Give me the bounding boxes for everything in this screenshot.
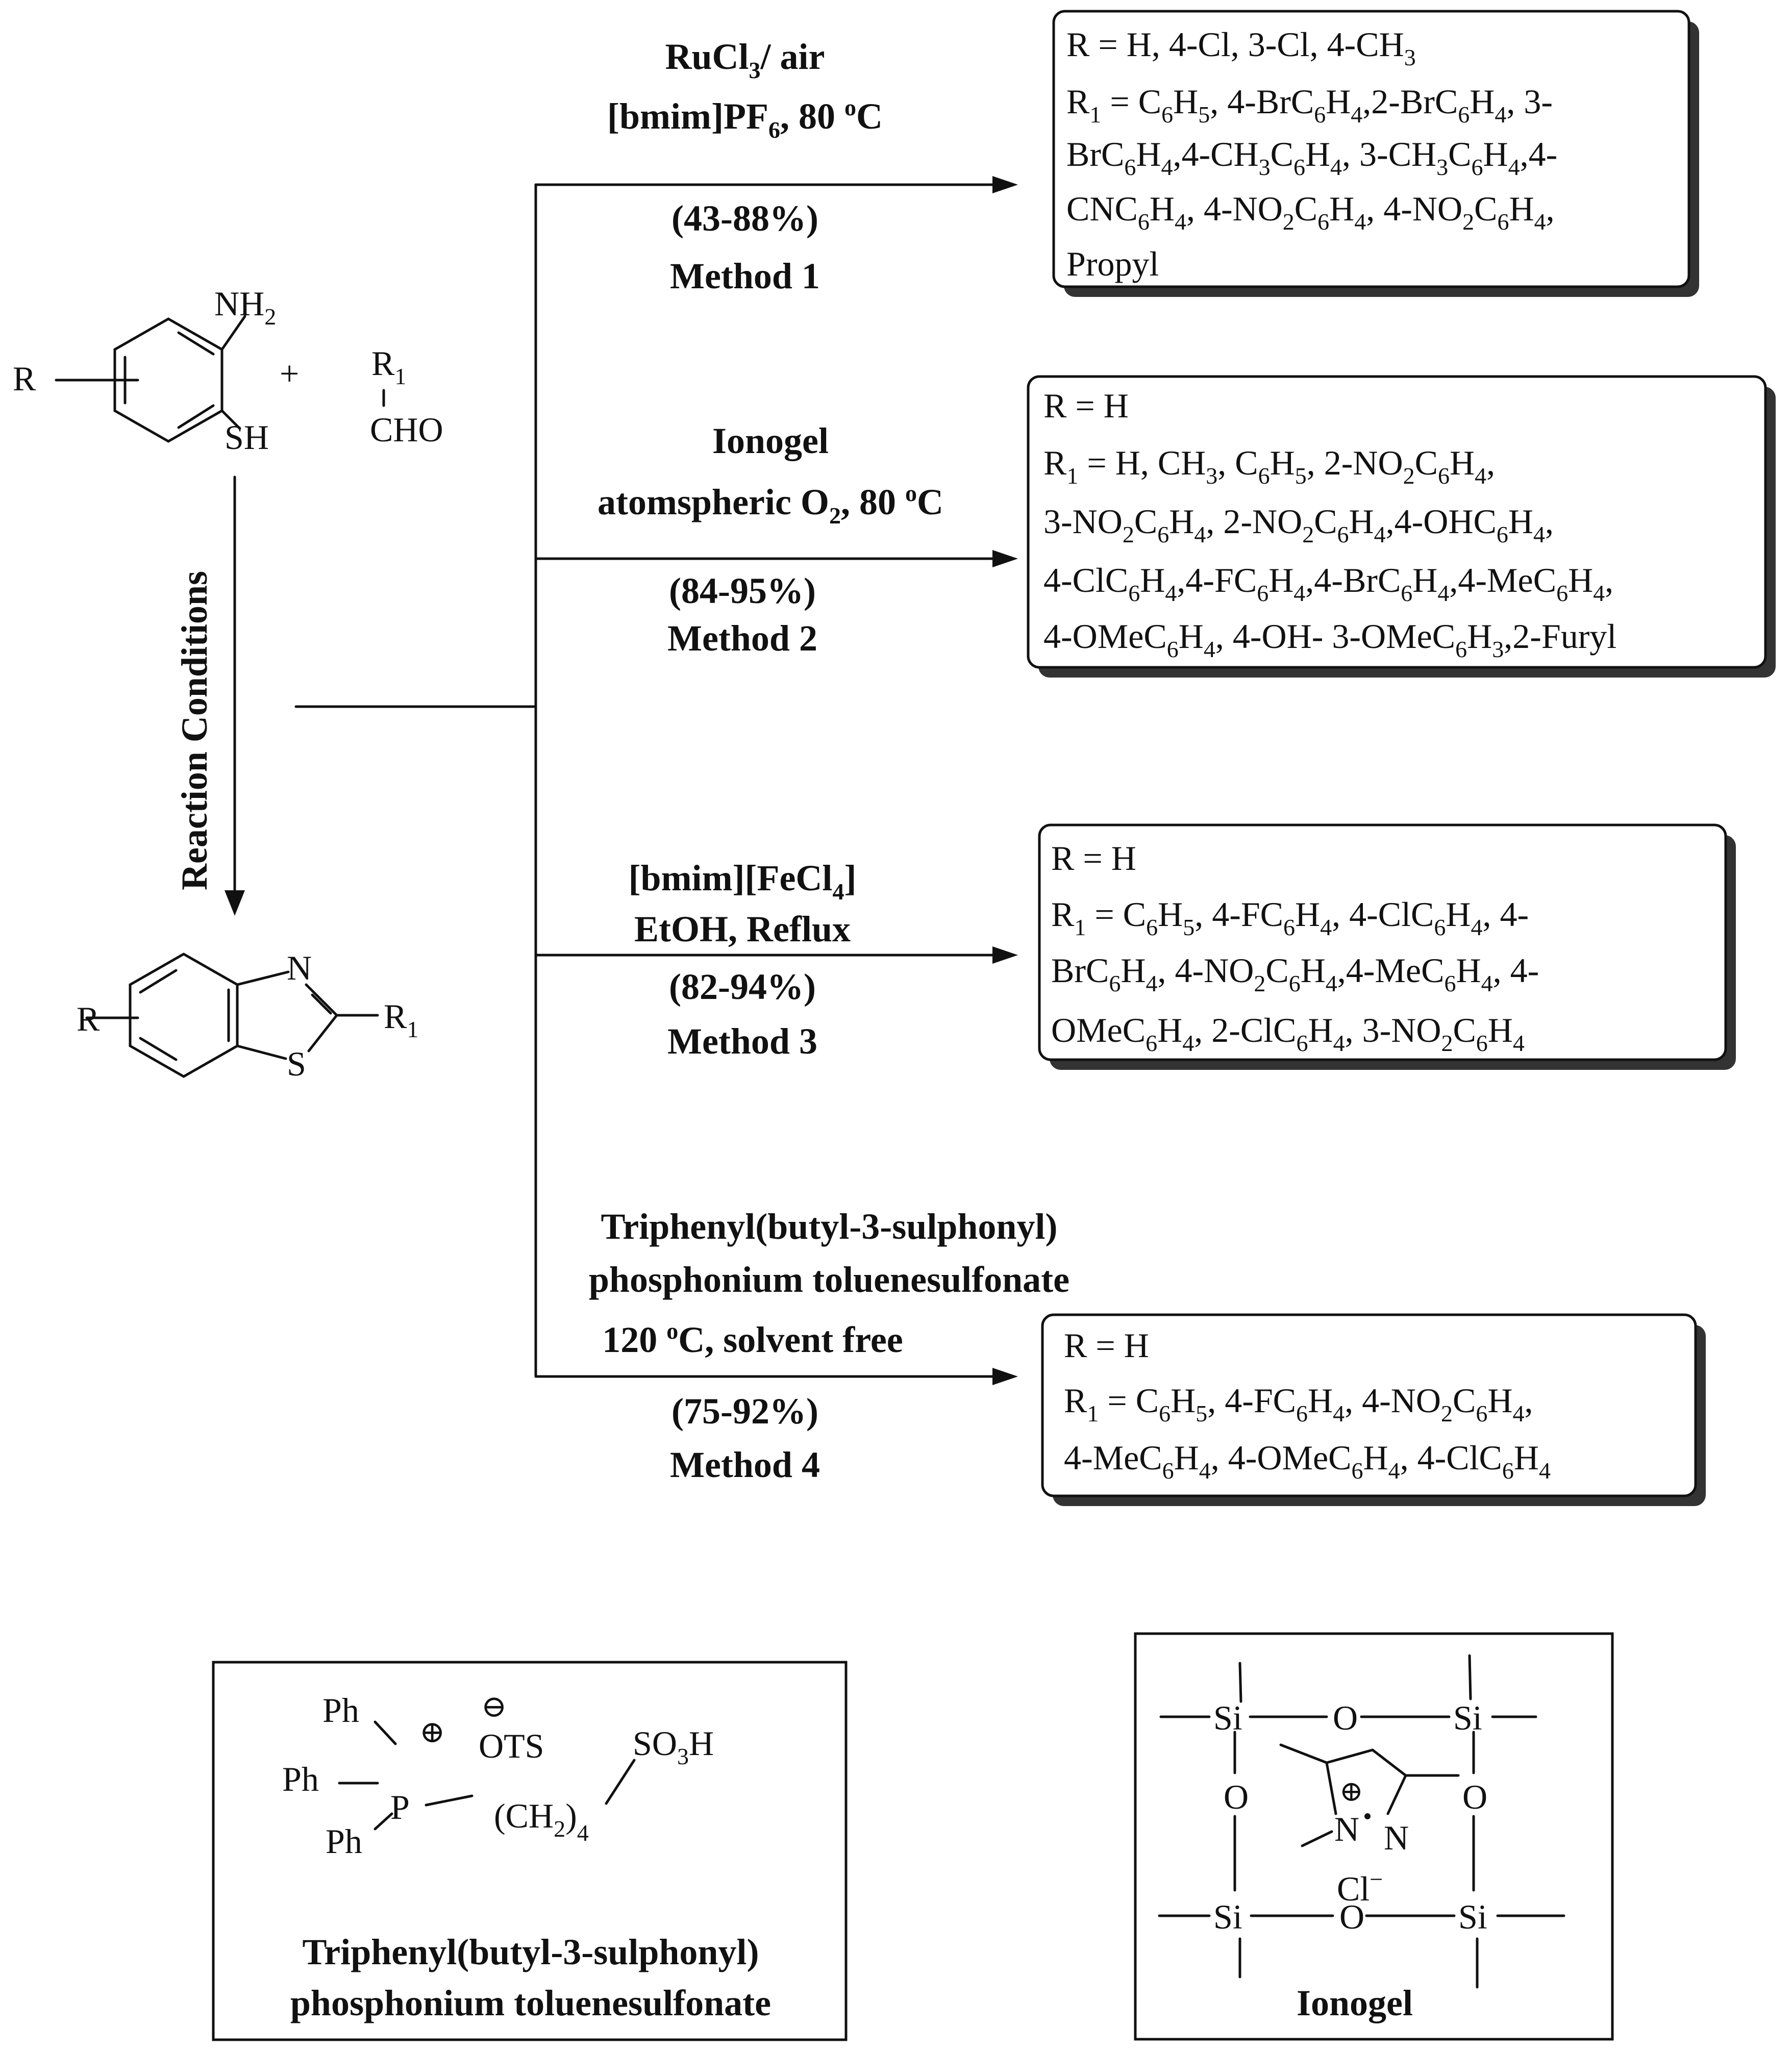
down-arrow-head	[225, 890, 245, 916]
ots-label: OTS	[479, 1726, 544, 1765]
positive-charge-icon: ⊕	[419, 1715, 445, 1749]
method-3-yield: (82-94%)	[669, 966, 816, 1007]
method-4-cond-line3: 120 oC, solvent free	[602, 1318, 903, 1360]
phosphorus-label: P	[390, 1788, 410, 1826]
catalyst-caption-line1: Triphenyl(butyl-3-sulphonyl)	[303, 1932, 759, 1972]
method-4-name: Method 4	[670, 1444, 820, 1485]
method-1-box-line1: R = H, 4-Cl, 3-Cl, 4-CH3	[1066, 25, 1416, 70]
method-4-cond-line2: phosphonium toluenesulfonate	[589, 1259, 1069, 1300]
benzothiazole-structure: N S R R1	[77, 948, 418, 1083]
method-3-name: Method 3	[667, 1021, 817, 1062]
method-1-box-line2: R1 = C6H5, 4-BrC6H4,2-BrC6H4, 3-	[1066, 82, 1553, 128]
pyrazolium-charge-icon: ⊕	[1339, 1776, 1363, 1808]
ionogel-box: Si O Si O O N N ⊕ Si O Si	[1134, 1632, 1614, 2041]
ph-label-bottom: Ph	[326, 1822, 362, 1861]
negative-charge-icon: ⊖	[481, 1690, 507, 1723]
so3h-label: SO3H	[633, 1724, 714, 1769]
product-s-label: S	[287, 1044, 306, 1083]
aldehyde-cho-label: CHO	[370, 410, 443, 449]
chloride-label: Cl−	[1337, 1866, 1383, 1908]
method-1-box-line5: Propyl	[1066, 244, 1159, 283]
product-r1-label: R1	[384, 997, 418, 1042]
method-4-result-box: R = H R1 = C6H5, 4-FC6H4, 4-NO2C6H4, 4-M…	[1041, 1313, 1706, 1506]
ionogel-caption: Ionogel	[1297, 1983, 1413, 2023]
aldehyde-r1-label: R1	[371, 344, 406, 389]
method-2-box-line4: 4-ClC6H4,4-FC6H4,4-BrC6H4,4-MeC6H4,	[1043, 561, 1613, 606]
method-2-name: Method 2	[667, 618, 817, 659]
method-1-conditions: RuCl3/ air [bmim]PF6, 80 oC (43-88%) Met…	[607, 36, 883, 296]
method-1-box-line4: CNC6H4, 4-NO2C6H4, 4-NO2C6H4,	[1066, 189, 1555, 235]
method-3-box-line4: OMeC6H4, 2-ClC6H4, 3-NO2C6H4	[1051, 1011, 1525, 1056]
aniline-nh2-label: NH2	[214, 284, 276, 330]
aldehyde-structure: R1 CHO	[370, 344, 443, 449]
method-4-box-line2: R1 = C6H5, 4-FC6H4, 4-NO2C6H4,	[1064, 1381, 1533, 1426]
n-left: N	[1334, 1810, 1359, 1848]
si-bottom-left: Si	[1213, 1897, 1242, 1936]
aniline-sh-label: SH	[225, 418, 269, 457]
o-right: O	[1462, 1777, 1487, 1816]
method-2-box-line1: R = H	[1043, 386, 1129, 425]
method-2-result-box: R = H R1 = H, CH3, C6H5, 2-NO2C6H4, 3-NO…	[1027, 375, 1776, 678]
method-3-box-line2: R1 = C6H5, 4-FC6H4, 4-ClC6H4, 4-	[1051, 895, 1529, 940]
method-2-box-line3: 3-NO2C6H4, 2-NO2C6H4,4-OHC6H4,	[1043, 502, 1554, 547]
method-2-cond-line2: atomspheric O2, 80 oC	[598, 480, 943, 529]
method-3-result-box: R = H R1 = C6H5, 4-FC6H4, 4-ClC6H4, 4- B…	[1038, 823, 1736, 1070]
n-right: N	[1384, 1818, 1409, 1857]
method-4-box-line3: 4-MeC6H4, 4-OMeC6H4, 4-ClC6H4	[1064, 1438, 1551, 1484]
method-2-conditions: Ionogel atomspheric O2, 80 oC (84-95%) M…	[598, 420, 943, 659]
method-1-result-box: R = H, 4-Cl, 3-Cl, 4-CH3 R1 = C6H5, 4-Br…	[1052, 10, 1699, 297]
method-4-arrow	[992, 1368, 1018, 1385]
method-1-yield: (43-88%)	[671, 198, 818, 239]
method-4-box-line1: R = H	[1064, 1326, 1149, 1365]
method-3-arrow	[992, 946, 1018, 964]
o-top: O	[1333, 1698, 1358, 1737]
method-1-box-line3: BrC6H4,4-CH3C6H4, 3-CH3C6H4,4-	[1066, 135, 1557, 180]
method-3-box-line1: R = H	[1051, 839, 1136, 878]
method-1-name: Method 1	[670, 256, 820, 296]
phosphonium-catalyst-box: Ph Ph Ph P ⊕ ⊖ OTS (CH2)4 SO3H Triphenyl…	[212, 1661, 848, 2041]
method-2-yield: (84-95%)	[669, 570, 816, 611]
product-n-label: N	[287, 948, 312, 987]
method-2-box-line2: R1 = H, CH3, C6H5, 2-NO2C6H4,	[1043, 443, 1495, 489]
method-2-cond-line1: Ionogel	[712, 420, 829, 461]
catalyst-caption-line2: phosphonium toluenesulfonate	[290, 1983, 771, 2023]
method-4-conditions: Triphenyl(butyl-3-sulphonyl) phosphonium…	[589, 1206, 1069, 1485]
si-top-left: Si	[1213, 1698, 1242, 1737]
product-r-label: R	[77, 999, 100, 1038]
method-1-cond-line1: RuCl3/ air	[665, 36, 825, 83]
method-2-arrow	[992, 550, 1018, 567]
method-1-arrow	[992, 176, 1018, 193]
aniline-r-label: R	[13, 359, 36, 398]
aminothiophenol-structure: NH2 SH R	[13, 284, 276, 457]
method-4-yield: (75-92%)	[671, 1391, 818, 1432]
method-1-cond-line2: [bmim]PF6, 80 oC	[607, 94, 883, 143]
reaction-conditions-label: Reaction Conditions	[174, 571, 215, 890]
ph-label-left: Ph	[282, 1760, 319, 1798]
method-3-cond-line2: EtOH, Reflux	[634, 909, 851, 949]
method-2-box-line5: 4-OMeC6H4, 4-OH- 3-OMeC6H3,2-Furyl	[1043, 617, 1616, 662]
o-bottom: O	[1339, 1897, 1364, 1936]
o-left: O	[1224, 1777, 1249, 1816]
si-bottom-right: Si	[1458, 1897, 1487, 1936]
method-3-conditions: [bmim][FeCl4] EtOH, Reflux (82-94%) Meth…	[629, 858, 857, 1062]
si-top-right: Si	[1453, 1698, 1482, 1737]
method-3-cond-line1: [bmim][FeCl4]	[629, 858, 857, 905]
plus-sign: +	[280, 354, 299, 393]
radical-dot	[1364, 1813, 1371, 1819]
ph-label-top: Ph	[322, 1691, 359, 1730]
method-4-cond-line1: Triphenyl(butyl-3-sulphonyl)	[601, 1206, 1058, 1247]
